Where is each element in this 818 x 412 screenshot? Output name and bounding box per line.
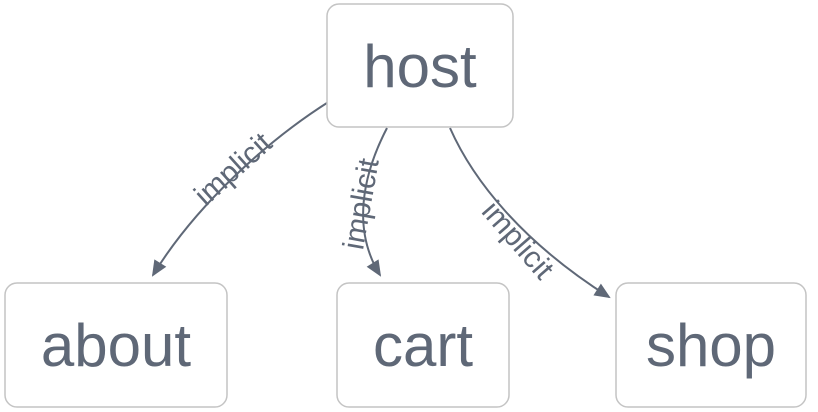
edge-host-cart: [362, 127, 388, 277]
edge-label-host-cart: implicit: [337, 155, 386, 252]
edge-label-host-about: implicit: [188, 126, 279, 212]
node-about-label: about: [41, 312, 191, 379]
edge-host-shop: [449, 127, 611, 299]
node-host-box: [326, 3, 514, 128]
node-cart-label: cart: [373, 312, 473, 379]
edge-label-host-shop: implicit: [475, 195, 560, 286]
node-cart: cart: [336, 282, 510, 408]
node-about: about: [4, 282, 228, 408]
node-shop: shop: [615, 282, 807, 408]
node-about-box: [4, 282, 228, 408]
node-shop-label: shop: [646, 312, 776, 379]
edge-host-about: [151, 100, 331, 277]
node-host: host: [326, 3, 514, 128]
node-shop-box: [615, 282, 807, 408]
node-host-label: host: [363, 33, 477, 100]
node-cart-box: [336, 282, 510, 408]
